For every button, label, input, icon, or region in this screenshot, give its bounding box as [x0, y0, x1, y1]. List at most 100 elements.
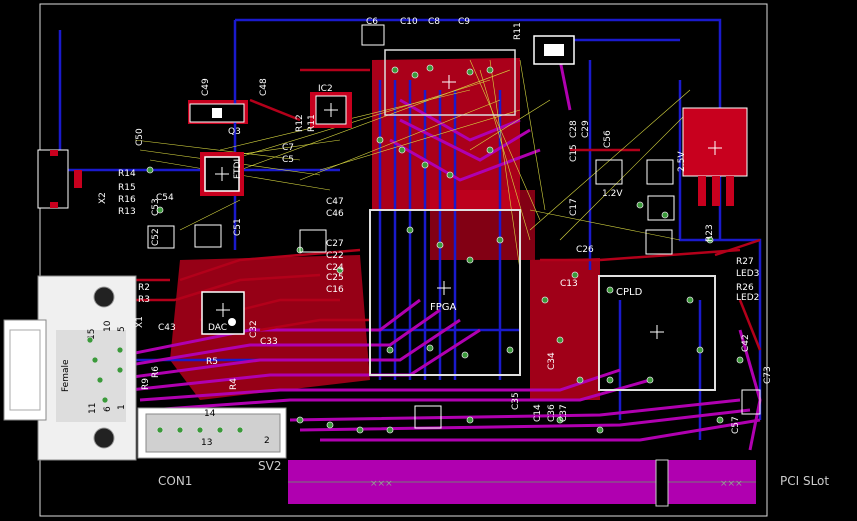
label-c49: C49: [201, 78, 211, 96]
label-c46: C46: [326, 209, 344, 219]
dac-footprint[interactable]: DAC: [201, 291, 245, 335]
x2-label: X2: [98, 192, 108, 204]
label-r16: R16: [118, 195, 136, 205]
board-outline: [39, 3, 768, 517]
label-c33: C33: [260, 337, 278, 347]
label-c32: C32: [249, 320, 259, 338]
label-c53: C53: [151, 198, 161, 216]
label-c24: C24: [326, 263, 344, 273]
ic2-label: IC2: [318, 84, 333, 94]
label-c29: C29: [581, 120, 591, 138]
label-c17: C17: [569, 198, 579, 216]
svg-text:×××: ×××: [370, 479, 393, 489]
label-c52: C52: [151, 228, 161, 246]
label-1v2: 1.2V: [602, 189, 623, 199]
q3-label: Q3: [228, 127, 241, 137]
label-r13: R13: [118, 207, 136, 217]
label-c28: C28: [569, 120, 579, 138]
sv2-label: SV2: [258, 459, 281, 473]
label-r6: R6: [151, 366, 161, 378]
label-r11-top: R11: [513, 22, 523, 40]
label-c25: C25: [326, 273, 344, 283]
label-r2: R2: [138, 283, 150, 293]
label-c47: C47: [326, 197, 344, 207]
label-c13: C13: [560, 279, 578, 289]
usb-connector[interactable]: X2: [37, 149, 108, 209]
sv2-header[interactable]: 14 2 13 SV2: [137, 407, 287, 473]
label-c51: C51: [233, 218, 243, 236]
label-c15: C15: [569, 144, 579, 162]
label-c16: C16: [326, 285, 344, 295]
con1-label: CON1: [158, 474, 192, 488]
label-r11: R11: [307, 114, 317, 132]
label-c9: C9: [458, 17, 470, 27]
label-c26: C26: [576, 245, 594, 255]
pin-1-label: 1: [117, 404, 127, 410]
label-c10: C10: [400, 17, 418, 27]
top-copper-pour: [170, 58, 747, 400]
label-r3: R3: [138, 295, 150, 305]
label-c14: C14: [533, 404, 543, 422]
label-c35: C35: [511, 392, 521, 410]
top-right-switch[interactable]: [533, 35, 575, 65]
label-c43: C43: [158, 323, 176, 333]
ldo-regulator[interactable]: [682, 107, 748, 206]
ftdi-label: FTDI: [233, 159, 243, 179]
silk-labels: C6 C10 C8 C9 R11 C50 C49 C48 C54 C53 C52…: [118, 17, 773, 434]
label-c73: C73: [763, 366, 773, 384]
label-c27: C27: [326, 239, 344, 249]
label-c5: C5: [282, 155, 294, 165]
label-r9: R9: [141, 378, 151, 390]
label-2v5: 2.5V: [677, 151, 687, 172]
pin-11-label: 11: [88, 403, 98, 414]
label-c7: C7: [282, 143, 294, 153]
label-c36: C36: [547, 404, 557, 422]
label-r12: R12: [295, 114, 305, 132]
label-led3: LED3: [736, 269, 759, 279]
label-c50: C50: [135, 128, 145, 146]
female-label: Female: [61, 359, 71, 392]
cpld-label: CPLD: [616, 287, 643, 298]
label-r27: R27: [736, 257, 754, 267]
label-r14: R14: [118, 169, 136, 179]
pci-slot-fingers[interactable]: ××× ××× PCI SLot: [288, 459, 829, 507]
label-r4: R4: [229, 378, 239, 390]
label-c48: C48: [259, 78, 269, 96]
label-r23: R23: [705, 224, 715, 242]
label-c8: C8: [428, 17, 440, 27]
fpga-label: FPGA: [430, 302, 457, 313]
pin-15-label: 15: [87, 329, 97, 340]
via-field: [86, 64, 744, 434]
label-c34: C34: [547, 352, 557, 370]
top-header[interactable]: [384, 49, 516, 116]
label-x1: X1: [135, 316, 145, 328]
label-c57: C57: [731, 416, 741, 434]
ic2-footprint[interactable]: IC2: [310, 84, 352, 128]
ftdi-footprint[interactable]: FTDI: [200, 152, 244, 196]
pin-13-label: 13: [201, 438, 212, 448]
svg-text:×××: ×××: [720, 479, 743, 489]
label-c22: C22: [326, 251, 344, 261]
pin-10-label: 10: [103, 320, 113, 332]
label-r5: R5: [206, 357, 218, 367]
pci-slot-label: PCI SLot: [780, 474, 829, 488]
fpga-footprint[interactable]: FPGA: [369, 209, 521, 376]
dac-label: DAC: [208, 323, 227, 333]
pin-2-label: 2: [264, 436, 270, 446]
cpld-footprint[interactable]: CPLD: [598, 275, 716, 391]
label-r26: R26: [736, 283, 754, 293]
pin-14-label: 14: [204, 409, 216, 419]
db15-connector[interactable]: Female 15 11 10 6 5 1: [3, 275, 137, 461]
label-c56: C56: [603, 130, 613, 148]
pin-6-label: 6: [103, 406, 113, 412]
label-c42: C42: [741, 334, 751, 352]
label-r15: R15: [118, 183, 136, 193]
pin-5-label: 5: [117, 326, 127, 332]
label-c37: C37: [559, 404, 569, 422]
polarized-caps: [147, 24, 761, 429]
label-led2: LED2: [736, 293, 759, 303]
q3-crystal[interactable]: Q3: [189, 103, 245, 137]
label-c54: C54: [156, 193, 174, 203]
label-c6: C6: [366, 17, 378, 27]
